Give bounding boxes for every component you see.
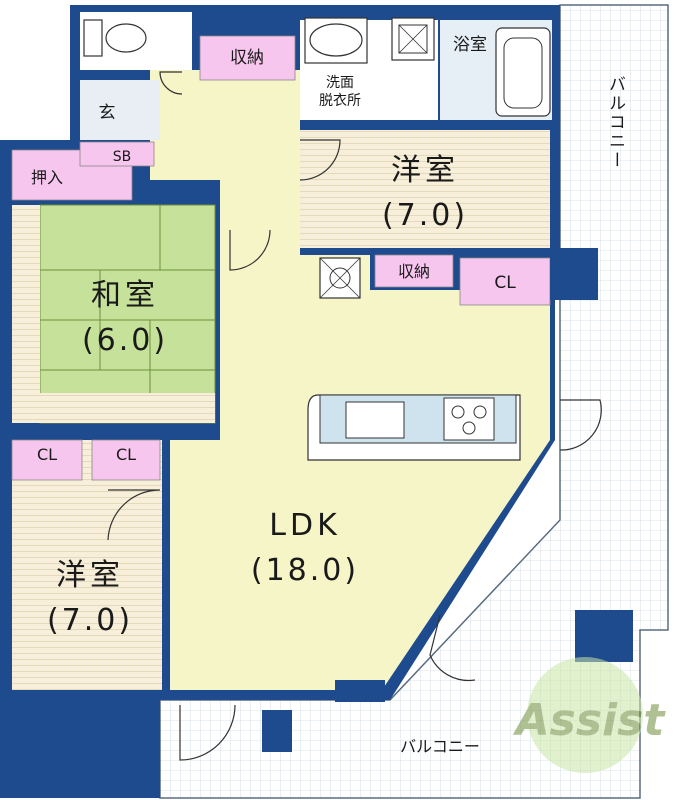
washroom-label-2: 脱衣所 [319,93,361,109]
yoshitsu-upper-floor [300,130,550,248]
washbasin-icon [304,17,368,64]
interior [12,12,552,690]
closet-upper [459,257,551,306]
yoshitsu-lower-size: (7.0) [47,603,133,638]
storage-top [199,35,296,81]
wall-blocks [0,248,633,752]
shoebox [79,141,155,167]
balcony-bottom-label: バルコニー [400,737,480,756]
washitsu-size: (6.0) [82,323,168,358]
assist-watermark: Assist [513,657,667,773]
watermark-text: Assist [513,695,667,746]
balcony-side-label: バルコニー [605,75,625,170]
balcony [159,4,669,799]
yoshitsu-upper-size: (7.0) [382,198,468,233]
unit-icon [319,257,361,299]
ldk-floor [150,70,550,690]
closet-lower-right-label: CL [116,445,136,464]
shoebox-label: SB [113,149,132,165]
storage-mid [374,254,454,288]
closet-lower-left-label: CL [37,445,57,464]
toilet-icon [83,19,147,57]
storage-top-label: 収納 [230,48,264,68]
tatami-lines [40,205,215,423]
washitsu-floor [39,204,216,424]
storage-rooms [11,35,551,481]
washroom-label-1: 洗面 [326,75,354,91]
yoshitsu-lower-name: 洋室 [56,558,124,593]
washing-machine-icon [391,17,435,61]
bathtub-icon [495,27,551,117]
yoshitsu-upper-name: 洋室 [391,153,459,188]
entrance-label: 玄 [99,103,116,123]
closet-upper-label: CL [494,273,516,293]
labels: LDK (18.0) 和室 (6.0) 洋室 (7.0) 洋室 (7.0) 浴室… [31,35,625,756]
fixtures [83,17,551,461]
entrance-floor [80,80,160,140]
yoshitsu-lower-floor [12,440,162,690]
ldk-size: (18.0) [251,553,359,588]
kitchen-counter-icon [307,394,521,461]
bath-label: 浴室 [453,35,487,55]
ldk-name: LDK [269,508,341,543]
door-swings [107,71,602,761]
washitsu-name: 和室 [91,278,159,313]
closet-lower-left [11,439,83,481]
closet-lower-right [91,439,161,481]
storage-mid-label: 収納 [398,262,430,281]
oshiire-label: 押入 [31,168,63,187]
